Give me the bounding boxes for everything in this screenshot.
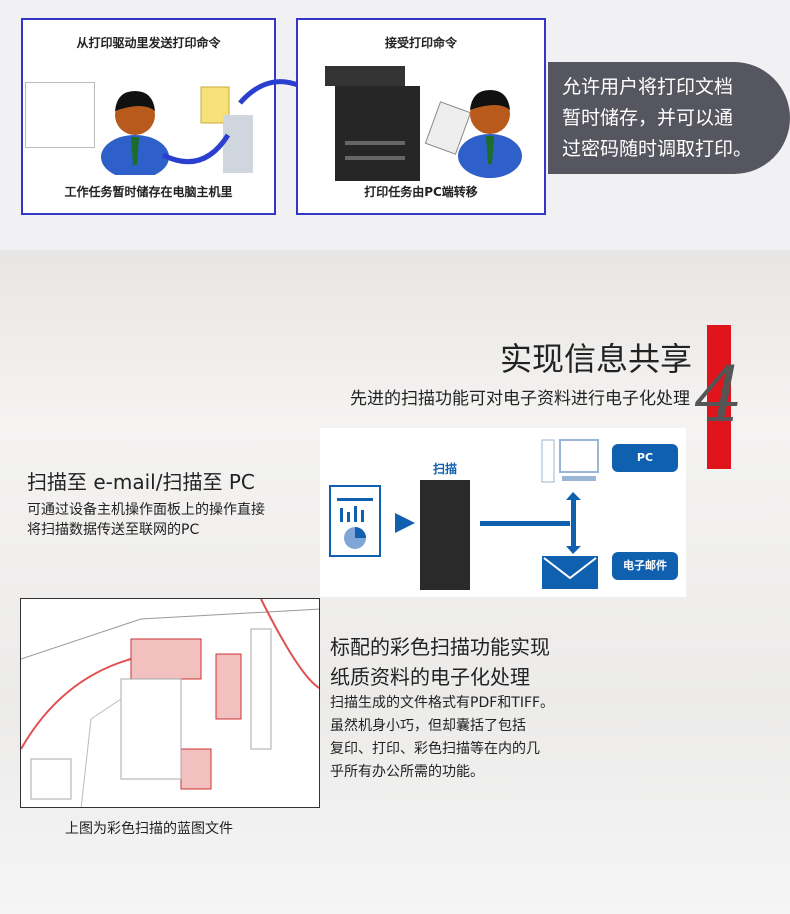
scan-diagram: 扫描 PC 电子邮件 — [320, 428, 686, 597]
red-accent-bar — [707, 325, 731, 469]
desc-line: 可通过设备主机操作面板上的操作直接 — [27, 502, 265, 518]
panel-top-caption: 接受打印命令 — [384, 36, 457, 50]
section-number: 4 — [695, 350, 744, 439]
person-send-document-icon — [101, 86, 253, 175]
printer-with-person-icon — [325, 66, 522, 181]
panel-bottom-caption: 工作任务暂时储存在电脑主机里 — [64, 185, 233, 199]
callout-line: 暂时储存，并可以通 — [562, 107, 734, 129]
pc-destination-label: PC — [612, 444, 678, 472]
scan-label: 扫描 — [433, 462, 458, 476]
blueprint-drawing — [21, 599, 319, 807]
heading-line: 纸质资料的电子化处理 — [330, 665, 530, 689]
section-subtitle: 先进的扫描功能可对电子资料进行电子化处理 — [350, 389, 690, 409]
feature-callout: 允许用户将打印文档 暂时储存，并可以通 过密码随时调取打印。 — [548, 62, 790, 174]
blueprint-caption: 上图为彩色扫描的蓝图文件 — [65, 821, 233, 837]
desc-line: 虽然机身小巧，但却囊括了包括 — [330, 718, 526, 734]
callout-line: 过密码随时调取打印。 — [562, 138, 753, 160]
scan-description: 可通过设备主机操作面板上的操作直接 将扫描数据传送至联网的PC — [27, 500, 265, 540]
desc-line: 乎所有办公所需的功能。 — [330, 764, 484, 780]
panel-top-caption: 从打印驱动里发送打印命令 — [76, 36, 221, 50]
desc-line: 扫描生成的文件格式有PDF和TIFF。 — [330, 695, 555, 711]
scan-flow-graphic — [329, 439, 599, 590]
section-title: 实现信息共享 — [499, 340, 692, 378]
color-scan-heading: 标配的彩色扫描功能实现 纸质资料的电子化处理 — [330, 632, 550, 692]
color-scan-description: 扫描生成的文件格式有PDF和TIFF。 虽然机身小巧，但却囊括了包括 复印、打印… — [330, 692, 554, 784]
heading-line: 标配的彩色扫描功能实现 — [330, 635, 550, 659]
desc-line: 复印、打印、彩色扫描等在内的几 — [330, 741, 540, 757]
panel-bottom-caption: 打印任务由PC端转移 — [364, 185, 478, 199]
print-driver-panel: 从打印驱动里发送打印命令 工作任务暂时储存在电脑主机里 — [21, 18, 276, 215]
email-destination-label: 电子邮件 — [612, 552, 678, 580]
scan-heading: 扫描至 e-mail/扫描至 PC — [27, 470, 255, 494]
callout-line: 允许用户将打印文档 — [562, 76, 734, 98]
printer-receive-panel: 接受打印命令 打印任务由PC端转移 — [296, 18, 546, 215]
desc-line: 将扫描数据传送至联网的PC — [27, 522, 200, 538]
blueprint-image — [20, 598, 320, 808]
driver-window-image — [25, 82, 95, 148]
